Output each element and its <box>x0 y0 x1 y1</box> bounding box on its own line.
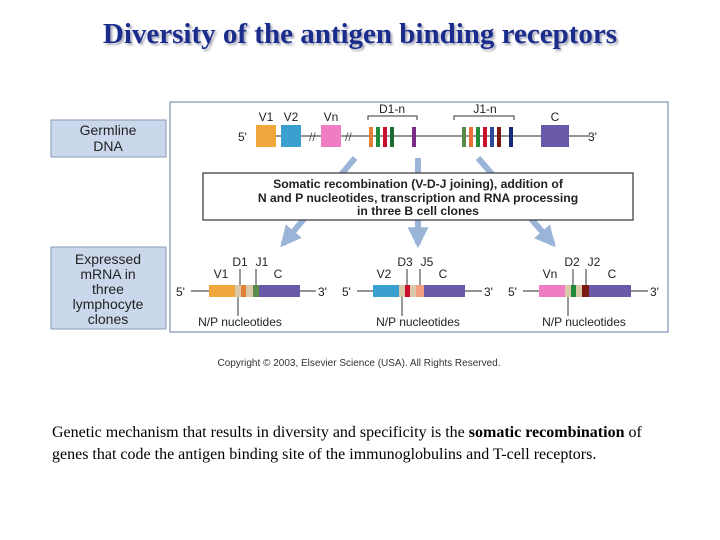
clone-1-c-segment <box>259 285 300 297</box>
germline-label-box <box>50 119 167 158</box>
expressed-label-line5: clones <box>88 311 128 327</box>
clone-2: 5' 3' D3 J5 V2 C N/P nucleotides <box>342 255 493 329</box>
recombination-text-line1: Somatic recombination (V-D-J joining), a… <box>273 177 564 191</box>
germline-d-segment <box>383 127 387 147</box>
caption-bold-term: recombination <box>525 424 625 441</box>
germline-j-segment <box>476 127 480 147</box>
clone-3-5prime: 5' <box>508 285 517 299</box>
clone-1-j-label: J1 <box>256 255 269 269</box>
clone-2-d-segment <box>405 285 410 297</box>
clone-3-c-label: C <box>608 267 617 281</box>
expressed-label-box <box>50 246 167 330</box>
expressed-label-line3: three <box>92 281 124 297</box>
recombination-text-line2: N and P nucleotides, transcription and R… <box>258 191 578 205</box>
expressed-label-line4: lymphocyte <box>73 296 144 312</box>
clone-3-3prime: 3' <box>650 285 659 299</box>
recombination-box <box>202 172 634 221</box>
germline-dna: 5' 3' // // V1 V2 Vn D1-n J1-n C <box>238 102 597 147</box>
clone-1-v-label: V1 <box>214 267 229 281</box>
clone-3-v-label: Vn <box>543 267 558 281</box>
germline-3prime: 3' <box>588 130 597 144</box>
clone-2-d-label: D3 <box>397 255 413 269</box>
clone-1-v-segment <box>209 285 235 297</box>
clone-3-np-label: N/P nucleotides <box>542 315 626 329</box>
caption-text: of genes that code the antigen binding s… <box>52 424 642 463</box>
clone-3-j-label: J2 <box>588 255 601 269</box>
germline-c-segment <box>541 125 569 147</box>
clone-1: 5' 3' D1 J1 V1 C N/P nucleotides <box>176 255 327 329</box>
clone-2-np-label: N/P nucleotides <box>376 315 460 329</box>
copyright-notice: Copyright © 2003, Elsevier Science (USA)… <box>217 358 500 369</box>
clone-3-c-segment <box>589 285 631 297</box>
germline-label-line1: Germline <box>80 122 137 138</box>
clone-3-d-label: D2 <box>564 255 580 269</box>
germline-j-segment <box>509 127 513 147</box>
germline-j-segment <box>469 127 473 147</box>
clone-2-j-label: J5 <box>421 255 434 269</box>
clone-2-c-segment <box>424 285 465 297</box>
clone-3-np-segment <box>565 285 571 297</box>
clone-1-j-segment <box>253 285 259 297</box>
clone-1-np-segment <box>246 285 253 297</box>
clone-2-3prime: 3' <box>484 285 493 299</box>
germline-label-line2: DNA <box>93 138 123 154</box>
clone-3-v-segment <box>539 285 565 297</box>
break-mark-1: // <box>309 130 316 144</box>
germline-j-segment <box>490 127 494 147</box>
clone-3-np-segment <box>576 285 582 297</box>
clone-1-np-label: N/P nucleotides <box>198 315 282 329</box>
germline-v2-segment <box>281 125 301 147</box>
germline-v2-label: V2 <box>284 110 299 124</box>
clone-2-c-label: C <box>439 267 448 281</box>
recombination-text-line3: in three B cell clones <box>357 204 479 218</box>
clone-2-np-segment <box>399 285 405 297</box>
clone-2-np-segment <box>410 285 416 297</box>
germline-vn-segment <box>321 125 341 147</box>
germline-d-segment <box>390 127 394 147</box>
slide-title: Diversity of the antigen binding recepto… <box>102 18 618 50</box>
clone-2-j-segment <box>416 285 424 297</box>
clone-3-d-segment <box>571 285 576 297</box>
germline-d-segment <box>369 127 373 147</box>
germline-v1-segment <box>256 125 276 147</box>
expressed-label-line1: Expressed <box>75 251 141 267</box>
germline-vn-label: Vn <box>324 110 339 124</box>
clone-3: 5' 3' D2 J2 Vn C N/P nucleotides <box>508 255 659 329</box>
caption: Genetic mechanism that results in divers… <box>52 422 682 465</box>
clone-2-v-label: V2 <box>377 267 392 281</box>
clone-1-d-segment <box>241 285 246 297</box>
expressed-label-line2: mRNA in <box>80 266 135 282</box>
germline-j-label: J1-n <box>473 102 496 116</box>
clone-1-d-label: D1 <box>232 255 248 269</box>
germline-v1-label: V1 <box>259 110 274 124</box>
clone-3-j-segment <box>582 285 589 297</box>
germline-d-segment <box>376 127 380 147</box>
germline-c-label: C <box>551 110 560 124</box>
clone-1-5prime: 5' <box>176 285 185 299</box>
germline-j-bracket <box>453 115 515 120</box>
caption-bold-term: somatic <box>468 424 522 441</box>
clone-2-5prime: 5' <box>342 285 351 299</box>
break-mark-2: // <box>345 130 352 144</box>
germline-j-segment <box>497 127 501 147</box>
germline-d-bracket <box>367 115 418 120</box>
clone-1-3prime: 3' <box>318 285 327 299</box>
germline-j-segment <box>462 127 466 147</box>
germline-j-segment <box>483 127 487 147</box>
germline-d-label: D1-n <box>379 102 405 116</box>
clone-2-v-segment <box>373 285 399 297</box>
germline-5prime: 5' <box>238 130 247 144</box>
clone-1-np-segment <box>235 285 241 297</box>
caption-text: Genetic mechanism that results in divers… <box>52 424 469 441</box>
clone-1-c-label: C <box>274 267 283 281</box>
germline-d-segment <box>412 127 416 147</box>
